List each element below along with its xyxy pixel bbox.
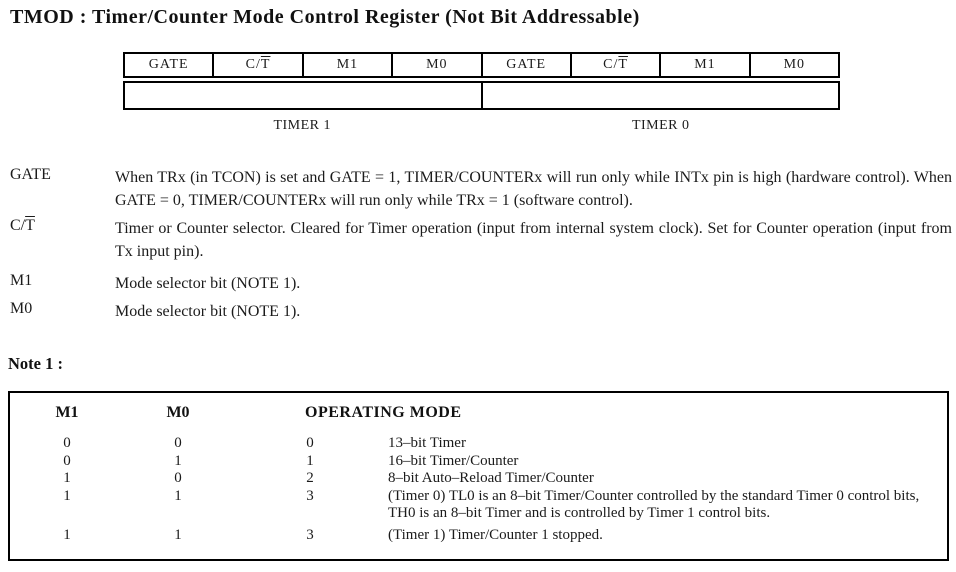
register-value-row: [123, 81, 840, 110]
bit-label: GATE: [148, 57, 189, 72]
cell-mode: 3: [306, 487, 314, 504]
definition-row: GATE When TRx (in TCON) is set and GATE …: [10, 166, 952, 212]
definition-description: When TRx (in TCON) is set and GATE = 1, …: [115, 169, 952, 209]
bit-label: C/: [603, 57, 619, 72]
register-bit-cell: M0: [391, 54, 480, 76]
cell-description: (Timer 0) TL0 is an 8–bit Timer/Counter …: [388, 487, 920, 522]
mode-table-row: 0 0 0 13–bit Timer: [10, 435, 947, 453]
definition-term: M1: [10, 272, 115, 295]
term-text: M0: [10, 300, 33, 317]
cell-m1: 0: [63, 435, 71, 451]
definition-term: C/T: [10, 217, 115, 263]
header-m0: M0: [166, 404, 190, 421]
definition-term: M0: [10, 300, 115, 323]
definition-row: M0 Mode selector bit (NOTE 1).: [10, 300, 952, 323]
bit-label: M0: [426, 57, 448, 72]
cell-description: (Timer 1) Timer/Counter 1 stopped.: [388, 526, 603, 543]
bit-label: M1: [336, 57, 359, 72]
cell-m0: 0: [174, 470, 182, 486]
definition-description: Timer or Counter selector. Cleared for T…: [115, 220, 952, 260]
definition-description: Mode selector bit (NOTE 1).: [115, 275, 301, 292]
cell-description: 13–bit Timer: [388, 435, 466, 451]
register-bit-cell: C/T: [569, 54, 659, 76]
page-title: TMOD : Timer/Counter Mode Control Regist…: [10, 6, 640, 28]
register-bit-cell: GATE: [125, 54, 212, 76]
cell-m1: 1: [63, 487, 71, 504]
bit-label: C/: [245, 57, 261, 72]
cell-m0: 0: [174, 435, 182, 451]
mode-table-row: 1 1 3 (Timer 0) TL0 is an 8–bit Timer/Co…: [10, 488, 947, 523]
mode-table-row: 1 1 3 (Timer 1) Timer/Counter 1 stopped.: [10, 527, 947, 545]
register-bit-cell: M1: [659, 54, 748, 76]
cell-mode: 0: [306, 435, 314, 451]
definition-term: GATE: [10, 166, 115, 212]
timer-group-labels: TIMER 1 TIMER 0: [123, 118, 840, 134]
mode-table-header: M1 M0 OPERATING MODE: [10, 404, 947, 422]
cell-m1: 1: [63, 526, 71, 543]
bit-label-overline: T: [260, 57, 271, 72]
cell-mode: 2: [306, 470, 314, 486]
bit-label-overline: T: [618, 57, 628, 72]
mode-table-rows: 0 0 0 13–bit Timer 0 1 1 16–bit Timer/Co…: [10, 435, 947, 544]
cell-m0: 1: [174, 452, 182, 469]
bit-label: M0: [783, 57, 806, 72]
header-m1: M1: [55, 404, 79, 421]
register-diagram: GATE C/T M1 M0 GATE C/T M1 M0 TIMER 1 TI…: [123, 52, 840, 134]
cell-m1: 0: [63, 452, 71, 469]
cell-description: 8–bit Auto–Reload Timer/Counter: [388, 470, 594, 486]
definition-description: Mode selector bit (NOTE 1).: [115, 303, 301, 320]
cell-mode: 1: [306, 452, 314, 469]
cell-description: 16–bit Timer/Counter: [388, 452, 519, 469]
cell-m1: 1: [63, 470, 71, 486]
timer-halves-divider: [480, 83, 483, 108]
register-bit-cell: M0: [748, 54, 838, 76]
term-text: C/: [10, 217, 26, 234]
bit-definitions: GATE When TRx (in TCON) is set and GATE …: [10, 166, 952, 323]
bit-label: M1: [694, 57, 716, 72]
register-bit-cell: GATE: [480, 54, 570, 76]
cell-m0: 1: [174, 487, 182, 504]
mode-table-row: 1 0 2 8–bit Auto–Reload Timer/Counter: [10, 470, 947, 488]
note-label: Note 1 :: [8, 354, 63, 373]
timer0-label: TIMER 0: [631, 118, 690, 133]
timer1-label: TIMER 1: [273, 118, 332, 133]
definition-row: C/T Timer or Counter selector. Cleared f…: [10, 217, 952, 263]
term-text: GATE: [10, 166, 51, 183]
bit-label: GATE: [506, 57, 547, 72]
cell-mode: 3: [306, 526, 314, 543]
register-bit-row: GATE C/T M1 M0 GATE C/T M1 M0: [123, 52, 840, 78]
term-text: M1: [10, 272, 33, 289]
cell-m0: 1: [174, 526, 182, 543]
register-bit-cell: M1: [301, 54, 391, 76]
definition-row: M1 Mode selector bit (NOTE 1).: [10, 272, 952, 295]
operating-mode-table: M1 M0 OPERATING MODE 0 0 0 13–bit Timer …: [8, 391, 949, 561]
header-operating-mode: OPERATING MODE: [305, 404, 462, 421]
term-overline: T: [25, 217, 35, 234]
register-bit-cell: C/T: [212, 54, 301, 76]
mode-table-row: 0 1 1 16–bit Timer/Counter: [10, 453, 947, 471]
